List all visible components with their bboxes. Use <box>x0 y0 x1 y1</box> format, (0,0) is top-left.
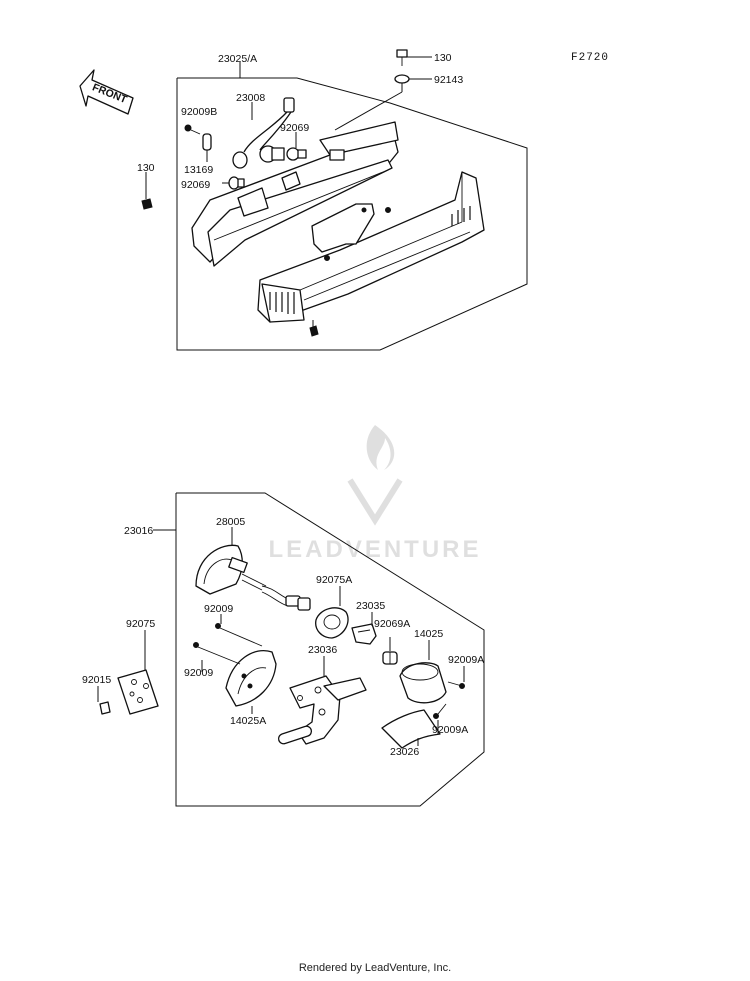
bulb-92069-left <box>228 176 245 190</box>
label-23008: 23008 <box>236 92 265 104</box>
nut-92015 <box>99 701 111 715</box>
screw-lens-bottom <box>309 325 319 337</box>
watermark-text: LEADVENTURE <box>268 536 481 563</box>
lamp-wire-harness <box>261 585 311 611</box>
label-14025: 14025 <box>414 628 443 640</box>
label-92075: 92075 <box>126 618 155 630</box>
bulb-13169 <box>202 133 212 151</box>
bracket-hole <box>361 207 367 213</box>
label-23026: 23026 <box>390 746 419 758</box>
label-92069-left: 92069 <box>181 179 210 191</box>
label-92009-upper: 92009 <box>204 603 233 615</box>
screw-92009a-upper <box>447 681 465 689</box>
label-23025a: 23025/A <box>218 53 257 65</box>
cover-23026 <box>381 709 441 749</box>
label-130-left: 130 <box>137 162 155 174</box>
label-14025a: 14025A <box>230 715 266 727</box>
label-28005: 28005 <box>216 516 245 528</box>
label-92009b: 92009B <box>181 106 217 118</box>
screw-92009-lower <box>193 642 241 665</box>
lens-14025a <box>225 650 277 707</box>
label-92075a: 92075A <box>316 574 352 586</box>
socket-wire-23008 <box>232 97 295 169</box>
screw-92009-upper <box>215 623 263 647</box>
label-13169: 13169 <box>184 164 213 176</box>
label-23036: 23036 <box>308 644 337 656</box>
bolt-130-top <box>396 49 408 66</box>
screw-92009b <box>184 124 201 135</box>
label-92009-lower: 92009 <box>184 667 213 679</box>
bolt-130-left <box>141 198 153 210</box>
label-92009a-lower: 92009A <box>432 724 468 736</box>
label-92069a: 92069A <box>374 618 410 630</box>
bulb-92069a <box>382 651 398 665</box>
cap-92075a <box>315 607 349 639</box>
label-92009a-upper: 92009A <box>448 654 484 666</box>
screw-92009a-lower <box>433 703 447 719</box>
label-92069-right: 92069 <box>280 122 309 134</box>
rear-reflector-assembly <box>141 49 528 351</box>
housing-28005 <box>195 544 267 595</box>
washer-92143 <box>394 74 410 84</box>
reflector-bracket <box>311 203 375 253</box>
reflector-lens <box>257 171 485 323</box>
label-23016: 23016 <box>124 525 153 537</box>
label-92143: 92143 <box>434 74 463 86</box>
bracket-23036 <box>277 675 367 745</box>
figure-code: F2720 <box>571 52 609 64</box>
license-lamp-assembly <box>97 492 485 807</box>
bulb-92069-right <box>286 147 307 161</box>
plate-92075 <box>117 669 159 715</box>
label-130-top: 130 <box>434 52 452 64</box>
label-92015: 92015 <box>82 674 111 686</box>
reflector-body <box>191 121 399 267</box>
label-23035: 23035 <box>356 600 385 612</box>
lens-14025 <box>399 662 447 704</box>
front-arrow-icon: FRONT <box>79 69 134 115</box>
socket-23035 <box>351 623 377 645</box>
footer-credit: Rendered by LeadVenture, Inc. <box>298 962 452 974</box>
leadventure-watermark: LEADVENTURE <box>268 425 481 563</box>
